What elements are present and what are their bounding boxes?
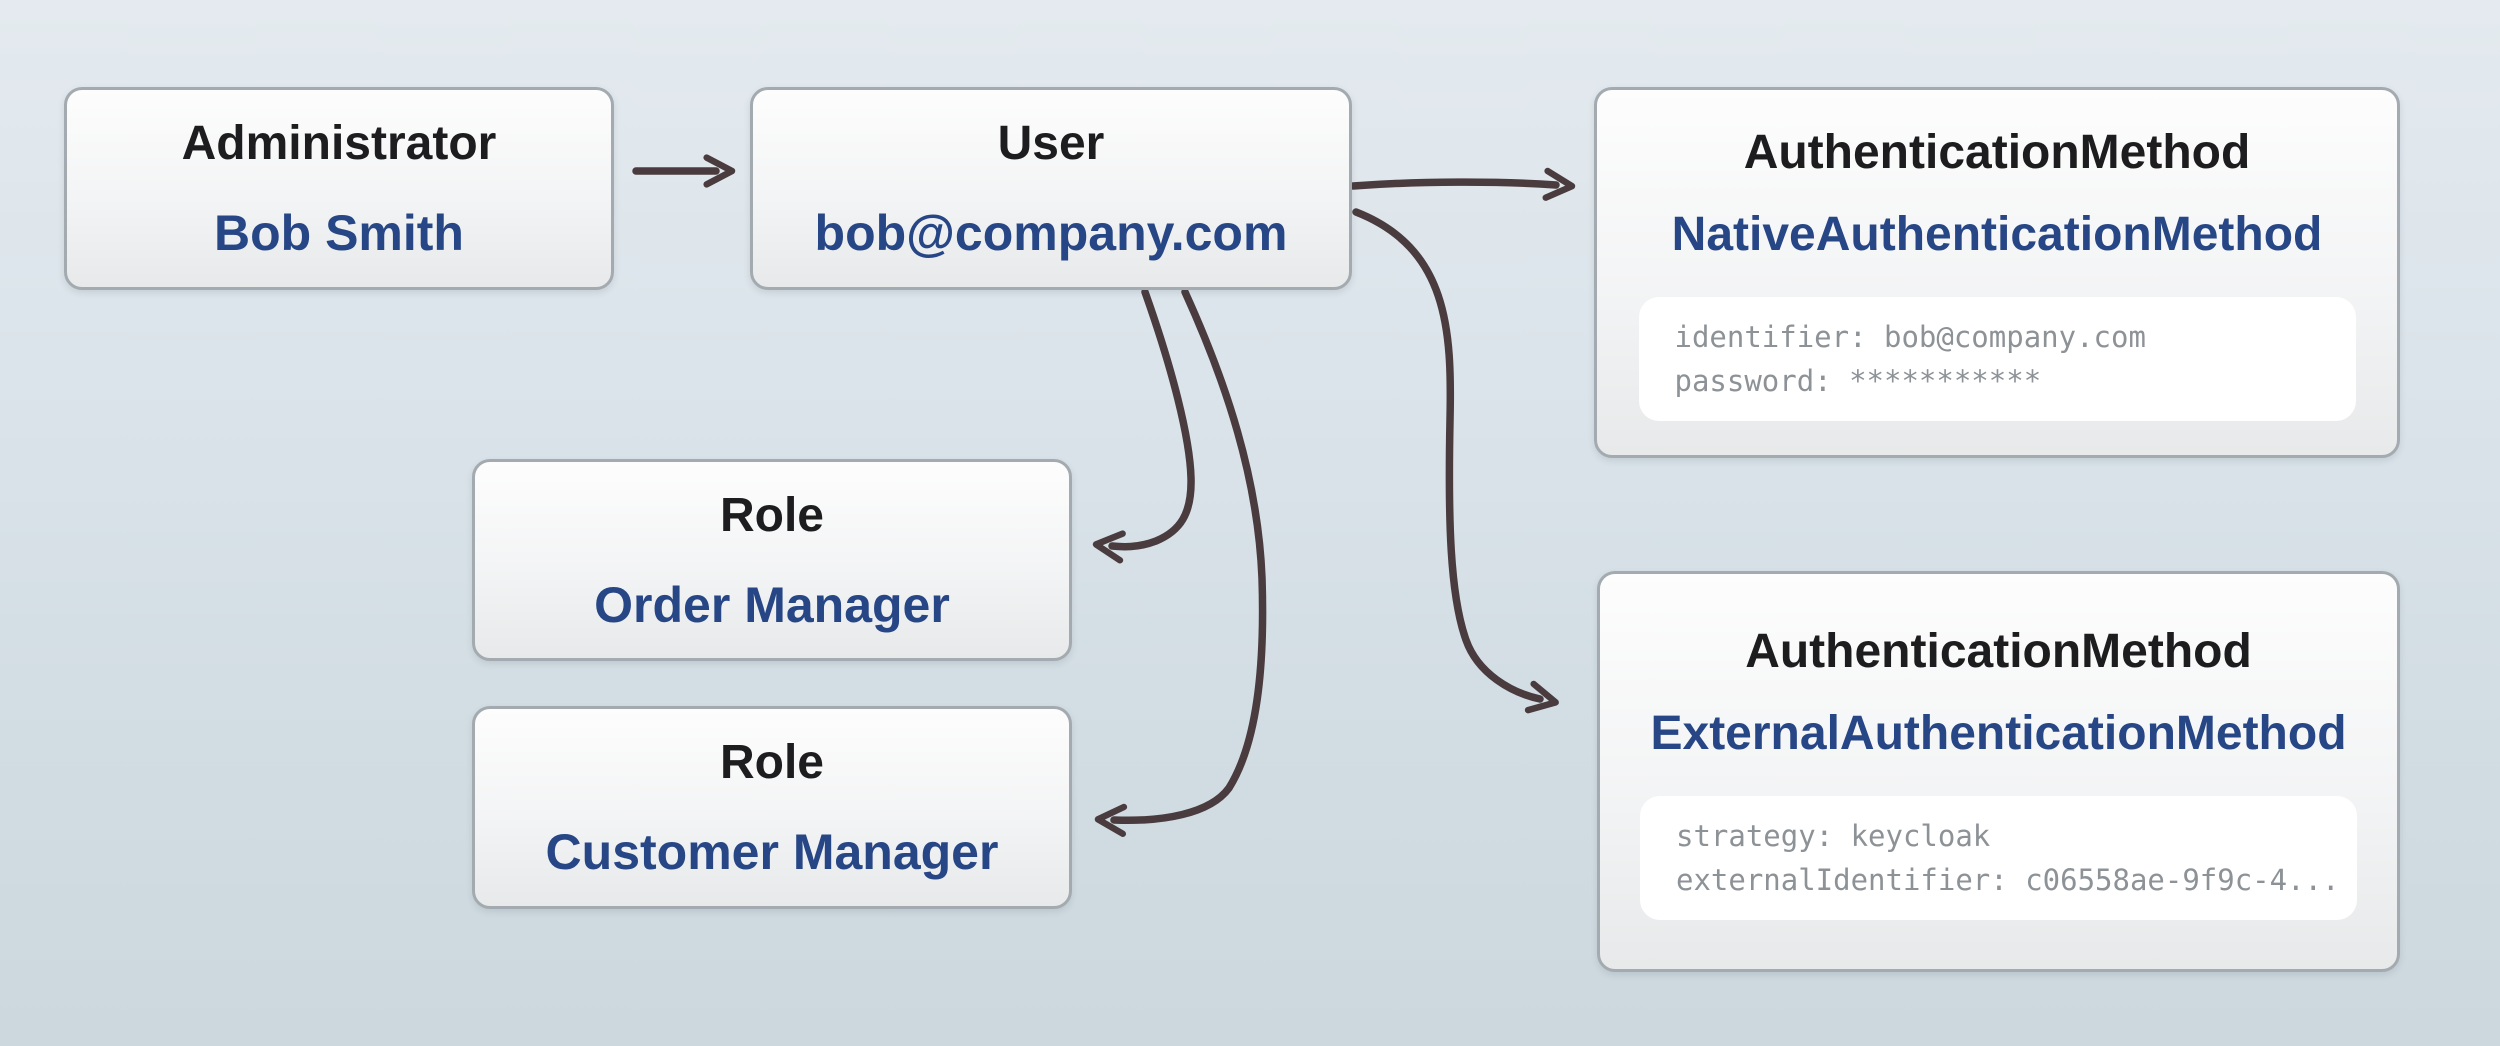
node-native-auth-code-block: identifier: bob@company.com password: **… — [1638, 296, 2356, 421]
node-administrator-value: Bob Smith — [214, 205, 464, 261]
node-role-order: Role Order Manager — [472, 459, 1072, 661]
node-native-auth-value: NativeAuthenticationMethod — [1671, 207, 2323, 261]
edge-user-to-role-customer — [1094, 288, 1267, 837]
node-native-auth: AuthenticationMethod NativeAuthenticatio… — [1594, 87, 2400, 458]
code-line-strategy: strategy: keycloak — [1676, 818, 1991, 853]
node-role-order-value: Order Manager — [594, 576, 950, 633]
node-external-auth-code-block: strategy: keycloak externalIdentifier: c… — [1640, 795, 2357, 920]
node-native-auth-title: AuthenticationMethod — [1743, 125, 2251, 179]
node-user-title: User — [997, 117, 1105, 170]
node-role-order-title: Role — [719, 488, 824, 542]
code-line-external-identifier: externalIdentifier: c06558ae-9f9c-4... — [1676, 862, 2340, 897]
node-external-auth: AuthenticationMethod ExternalAuthenticat… — [1597, 571, 2400, 972]
edge-user-to-role-order — [1092, 288, 1195, 564]
node-role-customer-value: Customer Manager — [545, 824, 999, 880]
code-line-password: password: *********** — [1674, 363, 2042, 398]
node-external-auth-value: ExternalAuthenticationMethod — [1650, 706, 2347, 760]
node-external-auth-title: AuthenticationMethod — [1745, 624, 2252, 678]
node-role-customer-title: Role — [719, 736, 824, 789]
edge-user-to-native-auth — [1349, 167, 1576, 201]
node-user-value: bob@company.com — [814, 205, 1288, 261]
node-role-customer: Role Customer Manager — [472, 706, 1072, 909]
node-user: User bob@company.com — [750, 87, 1352, 290]
node-administrator: Administrator Bob Smith — [64, 87, 614, 290]
edge-user-to-external-auth — [1352, 208, 1559, 714]
node-administrator-title: Administrator — [181, 117, 497, 170]
code-line-identifier: identifier: bob@company.com — [1674, 319, 2146, 354]
